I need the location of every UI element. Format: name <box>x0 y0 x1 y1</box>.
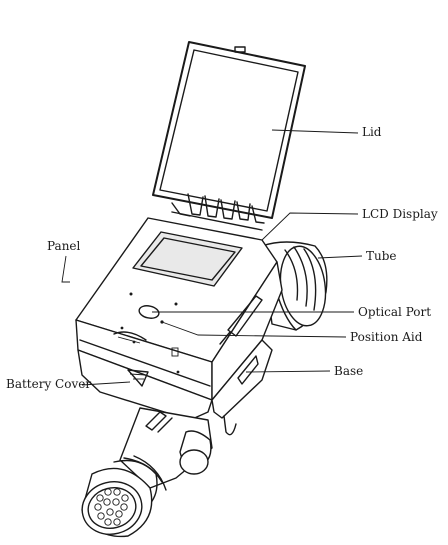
lid-label: Lid <box>362 125 382 139</box>
lid-hinge <box>171 193 265 231</box>
battery-cover-label: Battery Cover <box>6 377 92 391</box>
base <box>211 339 273 436</box>
lid <box>152 41 306 219</box>
tube-left <box>81 407 213 538</box>
tube-right <box>261 241 328 331</box>
tube-label: Tube <box>366 249 397 263</box>
position-aid-label: Position Aid <box>350 330 423 344</box>
panel-body <box>75 217 283 421</box>
tube-end-pattern <box>94 488 129 526</box>
optical-port-label: Optical Port <box>358 305 432 319</box>
leader-lines <box>61 129 363 386</box>
lcd-display-label: LCD Display <box>362 207 438 221</box>
base-label: Base <box>334 364 364 378</box>
panel-label: Panel <box>47 239 81 253</box>
